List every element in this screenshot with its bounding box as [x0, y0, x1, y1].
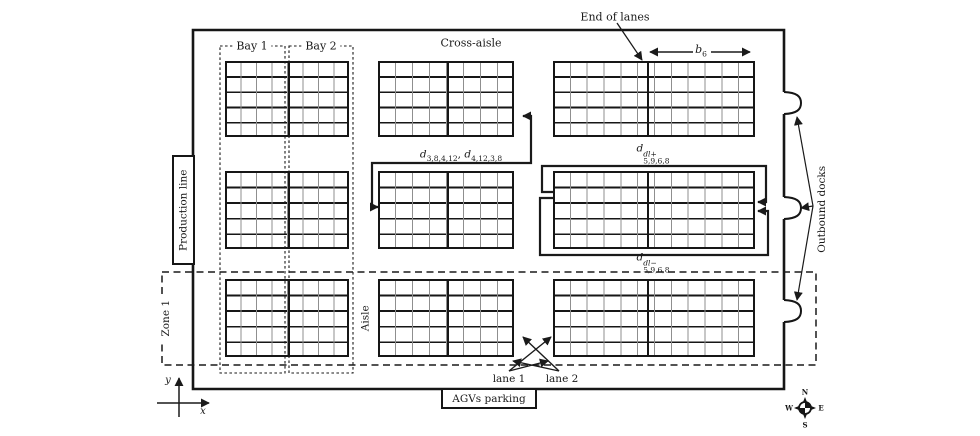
aisle-label: Aisle	[359, 305, 372, 331]
agvs-parking-label: AGVs parking	[452, 392, 526, 405]
end-of-lanes-arrow	[616, 22, 643, 61]
lane-1-label: lane 1	[492, 372, 526, 385]
outbound-docks-label: Outbound docks	[815, 165, 828, 253]
storage-block-bottom-right	[553, 279, 755, 357]
agvs-parking-box: AGVs parking	[441, 388, 537, 409]
storage-block-bottom-left	[225, 279, 349, 357]
outbound-docks-arrow-bottom	[793, 205, 814, 301]
y-axis-label: y	[165, 375, 171, 386]
warehouse-wall	[191, 28, 786, 391]
production-line-label: Production line	[177, 169, 190, 251]
route-dl-plus-path	[540, 164, 768, 207]
production-line-box: Production line	[172, 155, 195, 265]
outbound-docks-arrow-top	[794, 116, 814, 207]
dock-notch-top	[783, 91, 803, 115]
cross-aisle-label: Cross-aisle	[440, 36, 502, 50]
zone-1-label: Zone 1	[152, 292, 180, 344]
lane-2-label: lane 2	[545, 372, 579, 385]
storage-block-bottom-center	[378, 279, 514, 357]
storage-block-top-right	[553, 61, 755, 137]
bay-2-boundary	[288, 45, 354, 374]
lane2-arrow-shallow	[512, 358, 560, 372]
storage-block-mid-left	[225, 171, 349, 249]
storage-block-top-left	[225, 61, 349, 137]
compass-south-label: S	[802, 421, 807, 430]
b6-dimension-label: b6	[695, 43, 707, 59]
dock-notch-bottom	[783, 299, 803, 323]
zone-1-boundary	[161, 271, 817, 366]
x-axis-label: x	[200, 406, 206, 417]
route-d-path	[369, 111, 533, 212]
route-d-label: d3,8,4,12, d4,12,3,8	[419, 148, 503, 163]
lane2-arrow-steep	[522, 336, 560, 372]
bay-1-boundary	[219, 45, 286, 374]
end-of-lanes-label: End of lanes	[580, 10, 650, 24]
bay-1-label: Bay 1	[232, 39, 272, 53]
compass-west-label: W	[784, 404, 793, 413]
storage-block-mid-right	[553, 171, 755, 249]
route-dl-minus-path	[538, 196, 770, 257]
dock-notch-middle	[783, 196, 803, 220]
compass-east-label: E	[818, 404, 823, 413]
outbound-docks-arrow-middle	[800, 202, 814, 212]
lane1-arrow-shallow	[508, 358, 549, 372]
compass-north-label: N	[802, 388, 809, 397]
compass-icon: N S E W	[784, 388, 824, 430]
bay-2-label: Bay 2	[301, 39, 341, 53]
